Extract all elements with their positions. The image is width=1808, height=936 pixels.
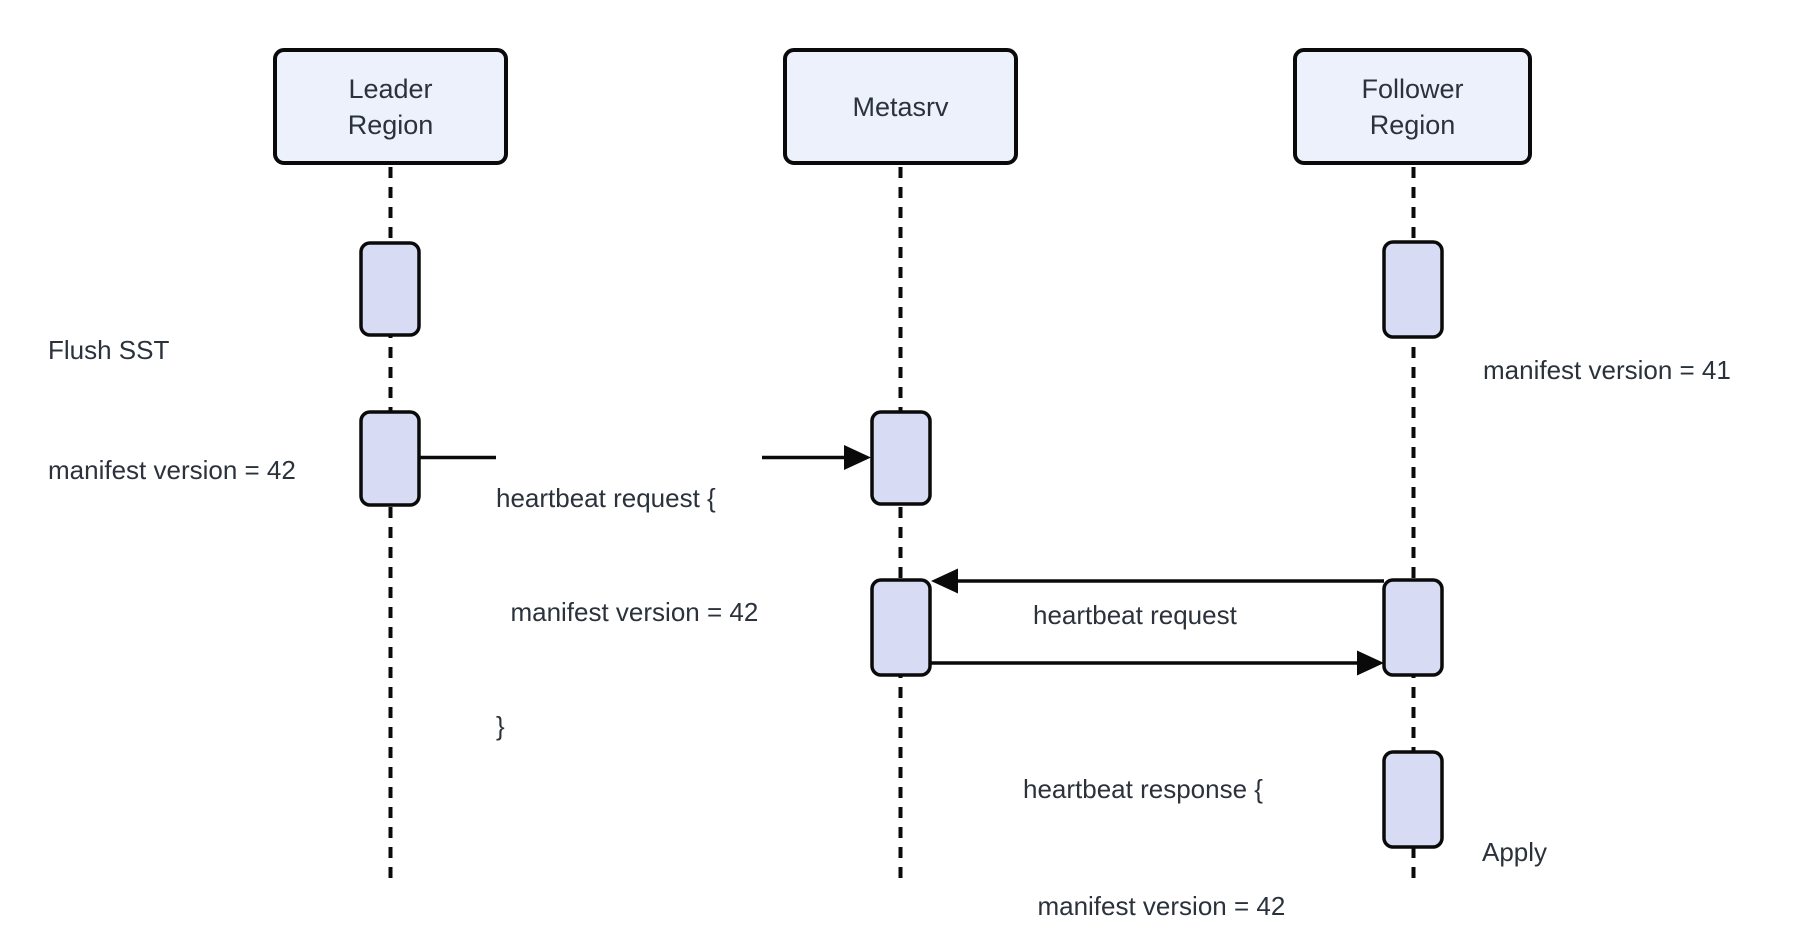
arrowhead-follower-to-metasrv	[931, 568, 958, 594]
note-line: manifest version = 41	[1483, 355, 1731, 385]
message-label-follower-heartbeat: heartbeat request	[1033, 520, 1237, 710]
note-line: Apply	[1482, 837, 1548, 867]
activation-leader-heartbeat	[359, 410, 421, 507]
activation-metasrv-follower-heartbeat	[870, 578, 932, 677]
activation-leader-flush	[359, 241, 421, 337]
actor-label: Follower	[1361, 73, 1464, 104]
note-line: manifest version = 42	[48, 455, 296, 485]
actor-label: Region	[1369, 109, 1456, 140]
note-line: Flush SST	[48, 335, 170, 365]
message-label-heartbeat-response: heartbeat response { manifest version = …	[1023, 692, 1285, 936]
arrowhead-metasrv-to-follower	[1357, 650, 1384, 676]
note-flush-sst: Flush SST manifest version = 42	[48, 250, 296, 570]
actor-leader-region: Leader Region	[273, 48, 508, 165]
message-line: heartbeat response {	[1023, 774, 1263, 804]
actor-label: Region	[347, 109, 434, 140]
message-line: heartbeat request {	[496, 483, 716, 513]
activation-follower-apply	[1382, 750, 1444, 849]
actor-follower-region: Follower Region	[1293, 48, 1532, 165]
message-line: manifest version = 42	[496, 597, 759, 627]
activation-follower-initial	[1382, 240, 1444, 339]
message-line: }	[496, 711, 505, 741]
note-manifest-41: manifest version = 41	[1483, 270, 1731, 470]
note-apply: Apply manifest version = 42	[1482, 757, 1730, 936]
activation-metasrv-leader-heartbeat	[870, 410, 932, 506]
activation-follower-heartbeat	[1382, 578, 1444, 677]
actor-metasrv: Metasrv	[783, 48, 1018, 165]
actor-label: Metasrv	[852, 91, 949, 122]
message-line: heartbeat request	[1033, 600, 1237, 630]
actor-label: Leader	[348, 73, 433, 104]
message-line: manifest version = 42	[1023, 891, 1286, 921]
arrowhead-leader-to-metasrv	[844, 445, 871, 470]
message-label-leader-heartbeat: heartbeat request { manifest version = 4…	[496, 403, 763, 821]
